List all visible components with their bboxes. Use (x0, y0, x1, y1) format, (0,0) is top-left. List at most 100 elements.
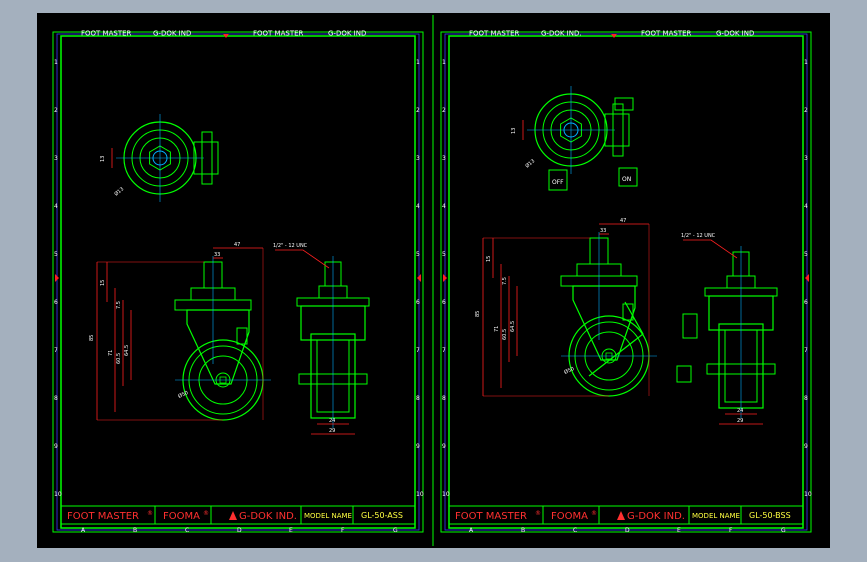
dim-71: 71 (494, 326, 500, 332)
header-label: FOOT MASTER (641, 30, 692, 38)
column-letter: E (289, 527, 293, 534)
title-block (60, 505, 416, 525)
row-number-left: 7 (442, 347, 446, 354)
row-number-left: 10 (54, 491, 62, 498)
header-marker (223, 34, 229, 38)
inner-border (56, 33, 420, 531)
dim-width: 47 (620, 218, 626, 224)
dim-64-5: 64.5 (124, 345, 130, 356)
drawing-sheet-left: FOOT MASTER G-DOK IND FOOT MASTER G-DOK IND… (52, 30, 424, 534)
column-letter: E (677, 527, 681, 534)
side-view-bracket-slot (236, 327, 248, 345)
side-marker-left (443, 274, 447, 282)
thread-leader (275, 249, 330, 269)
row-number-left: 1 (54, 59, 58, 66)
dim-71: 71 (108, 350, 114, 356)
header-label: FOOT MASTER (253, 30, 304, 38)
dim-total-height: 85 (475, 311, 481, 317)
brake-off-label: OFF (552, 179, 564, 186)
dim-tread: 24 (329, 418, 335, 424)
header-label: G-DOK IND (328, 30, 366, 38)
header-label: G-DOK IND. (541, 30, 582, 38)
dim-total-height: 85 (89, 335, 95, 341)
header-label: FOOT MASTER (81, 30, 132, 38)
column-letter: A (81, 527, 86, 534)
dim-wheel-diameter: Ø50 (563, 365, 575, 376)
dim-7-5: 7.5 (116, 301, 122, 309)
inner-border (444, 33, 808, 531)
header-marker (611, 34, 617, 38)
header-label: G-DOK IND (153, 30, 191, 38)
row-number-right: 5 (804, 251, 808, 258)
dim-stem-height: 15 (486, 256, 492, 262)
thread-leader (683, 239, 738, 259)
row-number-right: 2 (416, 107, 420, 114)
row-number-right: 8 (804, 395, 808, 402)
dim-overall-width: 29 (737, 418, 743, 424)
row-number-right: 10 (804, 491, 812, 498)
row-number-right: 3 (804, 155, 808, 162)
row-number-right: 8 (416, 395, 420, 402)
dim-offset: 33 (214, 252, 220, 258)
row-number-left: 6 (54, 299, 58, 306)
column-letter: G (781, 527, 786, 534)
row-number-right: 9 (416, 443, 420, 450)
brand-short-name: FOOMA (163, 511, 200, 522)
column-letter: A (469, 527, 474, 534)
row-number-right: 1 (416, 59, 420, 66)
model-name: GL-50-BSS (749, 511, 791, 520)
registered-mark: ® (591, 510, 597, 517)
dim-plate-text: 13 (100, 156, 106, 162)
row-number-left: 5 (54, 251, 58, 258)
side-marker-right (805, 274, 809, 282)
row-number-right: 2 (804, 107, 808, 114)
dim-60-5: 60.5 (502, 329, 508, 340)
column-letter: C (573, 527, 577, 534)
column-letter: F (341, 527, 345, 534)
registered-mark: ® (535, 510, 541, 517)
row-number-left: 9 (54, 443, 58, 450)
company-logo (229, 511, 237, 520)
dim-7-5: 7.5 (502, 277, 508, 285)
row-number-left: 5 (442, 251, 446, 258)
row-number-right: 6 (804, 299, 808, 306)
header-label: FOOT MASTER (469, 30, 520, 38)
row-number-left: 1 (442, 59, 446, 66)
row-number-left: 3 (54, 155, 58, 162)
row-number-left: 6 (442, 299, 446, 306)
row-number-left: 8 (442, 395, 446, 402)
brake-pedal-housing (614, 97, 634, 111)
side-view-bracket-slot (622, 303, 634, 321)
sheet-outer-frame (440, 31, 812, 533)
row-number-left: 8 (54, 395, 58, 402)
row-number-right: 6 (416, 299, 420, 306)
dim-tread: 24 (737, 408, 743, 414)
front-view-brake-lever (676, 365, 692, 383)
side-marker-left (55, 274, 59, 282)
column-letter: D (237, 527, 242, 534)
row-number-right: 7 (804, 347, 808, 354)
registered-mark: ® (147, 510, 153, 517)
row-number-right: 3 (416, 155, 420, 162)
column-letter: D (625, 527, 630, 534)
model-name: GL-50-ASS (361, 511, 403, 520)
row-number-right: 7 (416, 347, 420, 354)
dim-64-5: 64.5 (510, 321, 516, 332)
brake-on-label: ON (622, 176, 631, 183)
row-number-left: 7 (54, 347, 58, 354)
model-label: MODEL NAME (304, 512, 352, 520)
title-block (448, 505, 804, 525)
drawing-frame (60, 35, 416, 529)
side-marker-right (417, 274, 421, 282)
dim-thread: 1/2" - 12 UNC (681, 233, 716, 239)
row-number-right: 4 (416, 203, 420, 210)
top-view-bracket (604, 113, 630, 147)
dim-thread: 1/2" - 12 UNC (273, 243, 308, 249)
dim-stem-height: 15 (100, 280, 106, 286)
column-letter: G (393, 527, 398, 534)
brand-name: FOOT MASTER (67, 511, 139, 522)
brake-on-pedal (618, 167, 638, 187)
model-label: MODEL NAME (692, 512, 740, 520)
